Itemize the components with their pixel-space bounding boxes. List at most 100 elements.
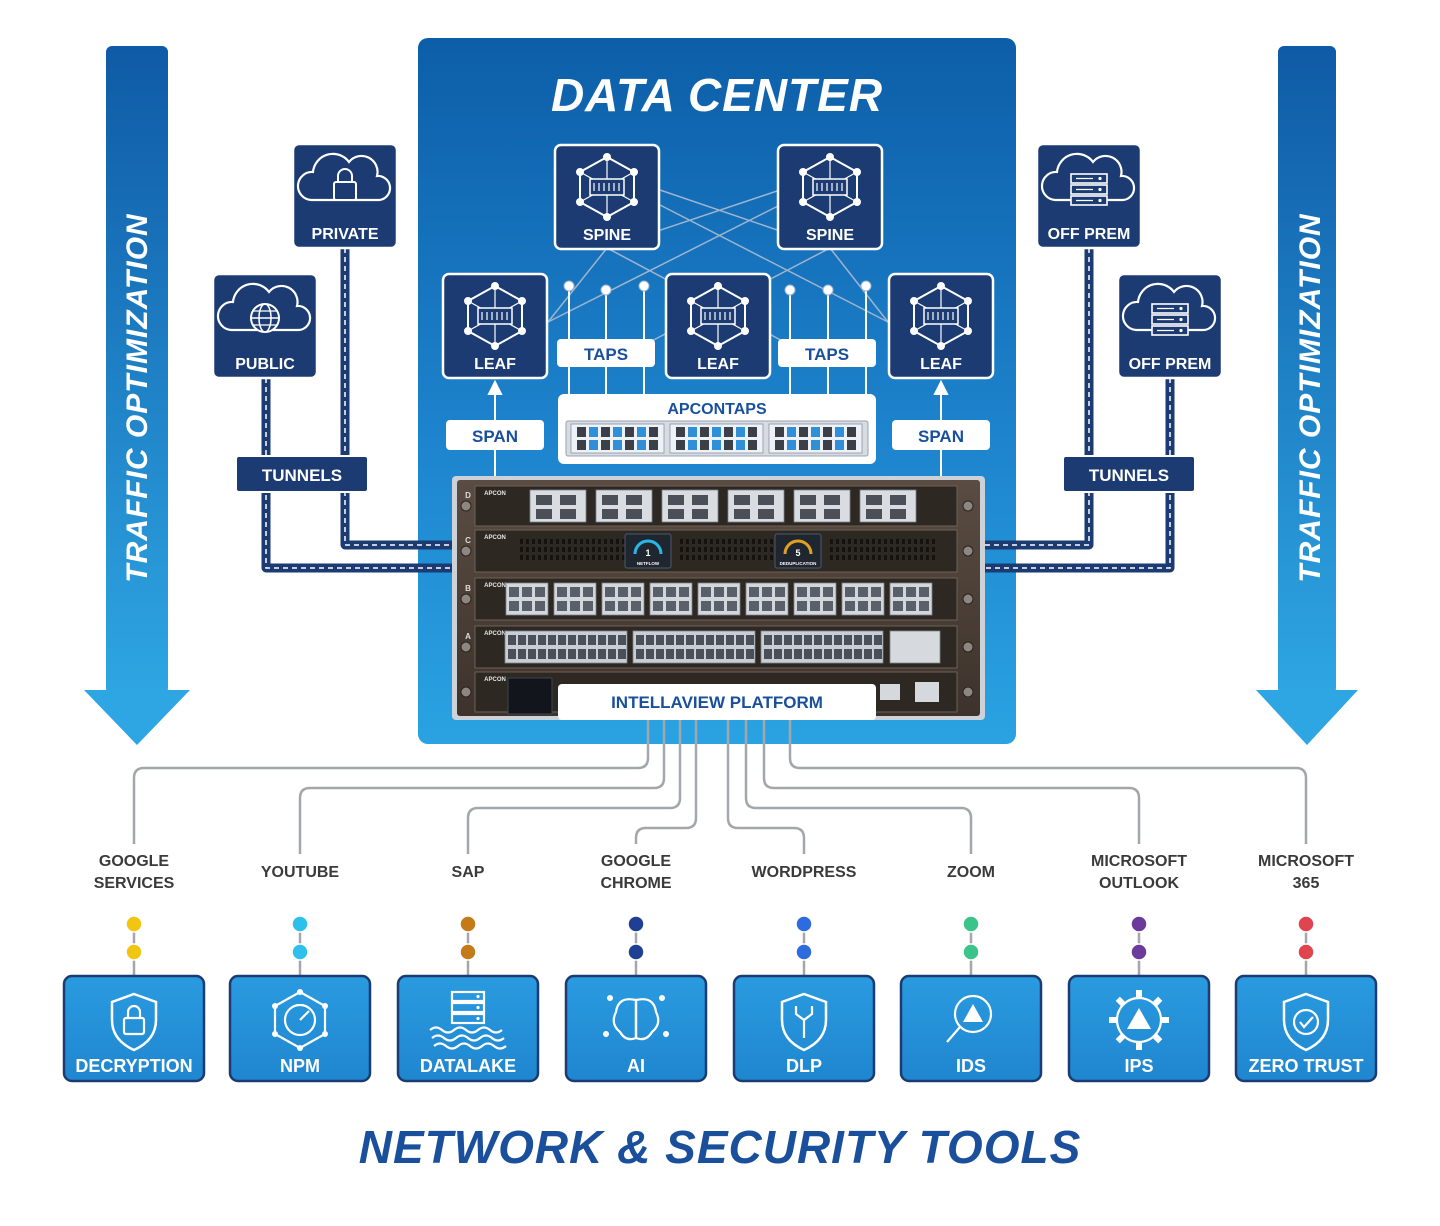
- app-connector: [744, 720, 973, 854]
- brain-icon: [603, 995, 669, 1041]
- app-connector: [634, 720, 698, 844]
- application-item: ZOOM: [947, 864, 995, 976]
- taps-label-right: TAPS: [778, 339, 876, 367]
- right-traffic-label: TRAFFIC OPTIMIZATION: [1294, 213, 1327, 583]
- application-dot: [125, 943, 143, 961]
- application-dot: [962, 943, 980, 961]
- chassis-slot-letter: A: [465, 632, 471, 641]
- switch-node-icon: [799, 153, 861, 221]
- taps-label-left: TAPS: [557, 339, 655, 367]
- private-cloud-box: PRIVATE: [291, 142, 399, 250]
- application-name-line: OUTLOOK: [1099, 875, 1179, 892]
- footer-title: NETWORK & SECURITY TOOLS: [359, 1121, 1082, 1173]
- magnifier-alert-icon: [946, 994, 993, 1043]
- application-dot: [1130, 915, 1148, 933]
- tunnels-label-right: TUNNELS: [1062, 455, 1196, 493]
- service-module-number: 1: [645, 548, 650, 558]
- application-name-line: MICROSOFT: [1091, 853, 1187, 870]
- padlock-cloud-icon: [296, 152, 392, 202]
- application-item: SAP: [452, 864, 485, 976]
- application-item: MICROSOFT 365: [1258, 853, 1354, 976]
- app-connector: [762, 720, 1141, 844]
- off-prem-box-2-label: OFF PREM: [1129, 356, 1212, 373]
- tool-card: DECRYPTION: [62, 974, 206, 1083]
- apcontaps-label: APCONTAPS: [667, 401, 767, 418]
- switch-node-icon: [464, 282, 526, 350]
- svg-text:SPAN: SPAN: [918, 427, 964, 446]
- chassis-brand: APCON: [484, 583, 506, 589]
- application-name-line: 365: [1293, 875, 1320, 892]
- application-dot: [125, 915, 143, 933]
- tool-label: ZERO TRUST: [1249, 1056, 1364, 1076]
- leaf-switch-2-label: LEAF: [697, 356, 739, 373]
- cloud-layer: PRIVATE PUBLIC OFF PREM OFF PREM: [211, 142, 1224, 380]
- public-cloud-box-label: PUBLIC: [235, 356, 295, 373]
- application-dot: [1130, 943, 1148, 961]
- application-dot: [795, 915, 813, 933]
- server-cloud-icon: [1121, 282, 1217, 336]
- chassis-slot-letter: C: [465, 536, 471, 545]
- tool-label: DECRYPTION: [75, 1056, 192, 1076]
- application-name-line: GOOGLE: [99, 853, 170, 870]
- server-lake-icon: [429, 990, 507, 1050]
- app-connector: [788, 720, 1308, 844]
- platform-label-text: INTELLAVIEW PLATFORM: [611, 693, 823, 712]
- spine-switch-1-label: SPINE: [583, 227, 631, 244]
- application-dot: [291, 915, 309, 933]
- chassis-brand: APCON: [484, 535, 506, 541]
- tool-card: ZERO TRUST: [1234, 974, 1378, 1083]
- data-center-title: DATA CENTER: [551, 69, 883, 121]
- off-prem-box-2: OFF PREM: [1116, 272, 1224, 380]
- application-name-line: GOOGLE: [601, 853, 672, 870]
- span-label-right: SPAN: [892, 420, 990, 450]
- leaf-switch-3-label: LEAF: [920, 356, 962, 373]
- padlock-shield-icon: [110, 992, 158, 1052]
- tool-card: NPM: [228, 974, 372, 1083]
- switch-node-icon: [910, 282, 972, 350]
- chassis-brand: APCON: [484, 491, 506, 497]
- application-name-line: MICROSOFT: [1258, 853, 1354, 870]
- wrench-shield-icon: [780, 992, 828, 1052]
- application-item: WORDPRESS: [752, 864, 857, 976]
- svg-text:SPAN: SPAN: [472, 427, 518, 446]
- off-prem-box-1: OFF PREM: [1035, 142, 1143, 250]
- check-shield-icon: [1282, 992, 1330, 1052]
- tool-label: IPS: [1124, 1056, 1153, 1076]
- svg-text:TAPS: TAPS: [584, 345, 628, 364]
- app-connector: [466, 720, 682, 854]
- application-dot: [627, 943, 645, 961]
- service-module-caption: DEDUPLICATION: [780, 561, 817, 566]
- application-name-line: YOUTUBE: [261, 864, 340, 881]
- svg-text:TAPS: TAPS: [805, 345, 849, 364]
- leaf-switch-3: LEAF: [887, 272, 995, 380]
- leaf-switch-1-label: LEAF: [474, 356, 516, 373]
- svg-text:TUNNELS: TUNNELS: [262, 466, 342, 485]
- tool-card: IPS: [1067, 974, 1211, 1083]
- tunnel-paths: [261, 248, 1175, 573]
- app-connector: [132, 720, 650, 844]
- tap-points: [563, 280, 872, 296]
- left-traffic-arrow: TRAFFIC OPTIMIZATION: [84, 46, 190, 745]
- application-dot: [459, 915, 477, 933]
- chassis-slot-letter: D: [465, 491, 471, 500]
- server-cloud-icon: [1040, 152, 1136, 206]
- spine-switch-1: SPINE: [553, 143, 661, 251]
- tool-label: NPM: [280, 1056, 320, 1076]
- chassis-brand: APCON: [484, 631, 506, 637]
- tool-label: IDS: [956, 1056, 986, 1076]
- off-prem-box-1-label: OFF PREM: [1048, 226, 1131, 243]
- apcontaps-box: APCONTAPS: [558, 394, 876, 464]
- tool-label: AI: [627, 1056, 645, 1076]
- platform-label: INTELLAVIEW PLATFORM: [558, 684, 876, 720]
- app-connector: [298, 720, 666, 854]
- switch-node-icon: [576, 153, 638, 221]
- tool-card: DLP: [732, 974, 876, 1083]
- application-dot: [459, 943, 477, 961]
- service-module-number: 5: [795, 548, 800, 558]
